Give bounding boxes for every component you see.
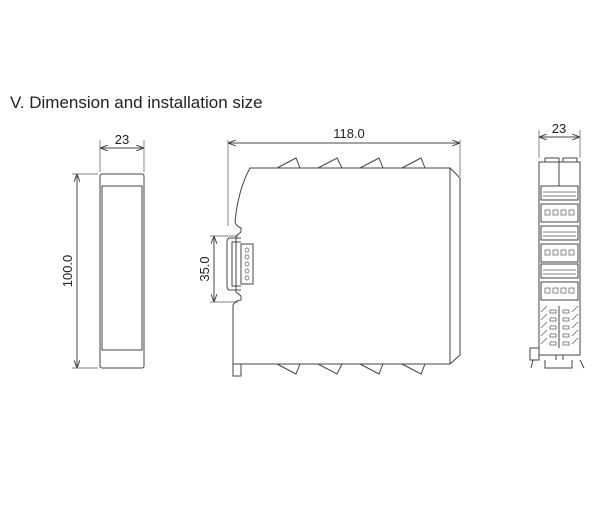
terminal-blocks — [540, 185, 579, 301]
din-rail-clip — [226, 237, 254, 291]
vent-fins-top — [276, 157, 426, 169]
end-view: 23 — [529, 121, 585, 369]
front-height-label: 100.0 — [60, 255, 75, 288]
end-rail-foot — [529, 347, 585, 369]
front-width-label: 23 — [115, 132, 129, 147]
section-title: V. Dimension and installation size — [10, 93, 263, 112]
side-front-lip — [449, 167, 461, 365]
vent-fins-bottom — [276, 363, 426, 375]
front-view: 23 100.0 — [60, 132, 145, 369]
side-housing — [232, 167, 451, 365]
vent-slots — [540, 305, 579, 348]
side-length-label: 118.0 — [333, 126, 365, 141]
end-width-label: 23 — [552, 121, 566, 136]
front-panel — [101, 185, 143, 351]
side-view: 118.0 35.0 — [197, 126, 461, 377]
side-foot — [232, 363, 242, 377]
front-housing — [99, 173, 145, 369]
rail-dimension-label: 35.0 — [197, 256, 212, 281]
